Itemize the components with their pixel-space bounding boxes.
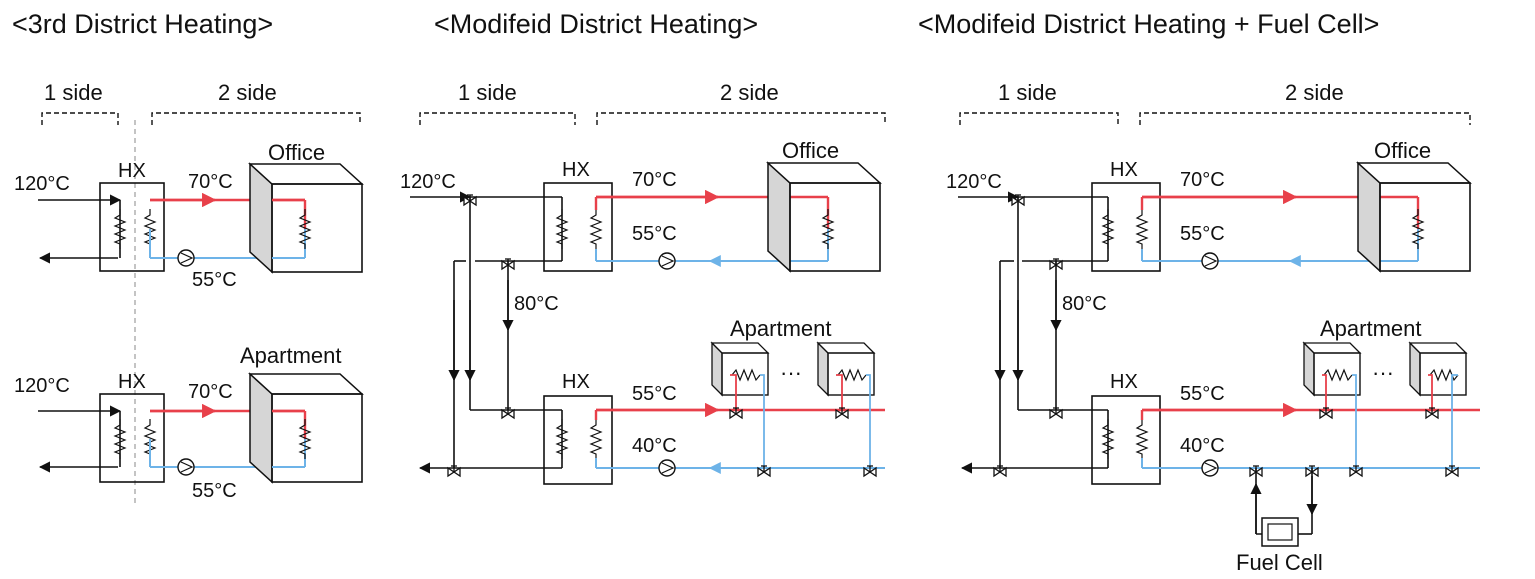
temp-70-label: 70°C xyxy=(632,169,677,191)
heat-exchanger xyxy=(99,393,165,483)
temp-40-label: 40°C xyxy=(1180,435,1225,457)
side2-label: 2 side xyxy=(218,80,277,105)
panel-3rd-district-heating: 1 side 2 side 120°C HX 70°C 55°C Office xyxy=(14,80,364,505)
title-modified-district-heating-fuel-cell: <Modifeid District Heating + Fuel Cell> xyxy=(918,9,1379,39)
heat-exchanger xyxy=(543,182,613,272)
temp-70-label: 70°C xyxy=(1180,169,1225,191)
temp-55-label: 55°C xyxy=(192,269,237,291)
side2-label: 2 side xyxy=(720,80,779,105)
temp-55-label: 55°C xyxy=(1180,223,1225,245)
side2-label: 2 side xyxy=(1285,80,1344,105)
temp-55-label: 55°C xyxy=(1180,383,1225,405)
apartment-label: Apartment xyxy=(1320,316,1422,341)
office-label: Office xyxy=(268,140,325,165)
hx-label: HX xyxy=(1110,159,1138,181)
apartment-unit xyxy=(816,341,876,397)
panel-modified-district-heating-fuel-cell: 1 side 2 side 120°C 80°C HX xyxy=(946,80,1480,575)
office-building xyxy=(248,162,364,274)
office-building xyxy=(766,161,882,273)
hx-label: HX xyxy=(562,371,590,393)
fuel-cell xyxy=(1261,517,1299,547)
side1-label: 1 side xyxy=(998,80,1057,105)
apartment-unit xyxy=(710,341,770,397)
temp-120-label: 120°C xyxy=(14,375,70,397)
apartment-building xyxy=(248,372,364,484)
temp-70-label: 70°C xyxy=(188,381,233,403)
hx-label: HX xyxy=(562,159,590,181)
fuel-cell-label: Fuel Cell xyxy=(1236,550,1323,575)
title-modified-district-heating: <Modifeid District Heating> xyxy=(434,9,758,39)
temp-40-label: 40°C xyxy=(632,435,677,457)
hx-label: HX xyxy=(118,160,146,182)
temp-120-label: 120°C xyxy=(946,171,1002,193)
apartment-unit xyxy=(1408,341,1468,397)
office-label: Office xyxy=(1374,138,1431,163)
title-3rd-district-heating: <3rd District Heating> xyxy=(12,9,273,39)
apartment-unit xyxy=(1302,341,1362,397)
side1-label: 1 side xyxy=(44,80,103,105)
office-building xyxy=(1356,161,1472,273)
heat-exchanger xyxy=(543,395,613,485)
ellipsis: ··· xyxy=(1372,360,1394,385)
temp-80-label: 80°C xyxy=(514,293,559,315)
heat-exchanger xyxy=(99,182,165,272)
apartment-label: Apartment xyxy=(730,316,832,341)
heat-exchanger xyxy=(1091,395,1161,485)
hx-label: HX xyxy=(118,371,146,393)
temp-120-label: 120°C xyxy=(14,173,70,195)
ellipsis: ··· xyxy=(780,360,802,385)
temp-55-label: 55°C xyxy=(632,383,677,405)
temp-80-label: 80°C xyxy=(1062,293,1107,315)
heat-exchanger xyxy=(1091,182,1161,272)
panel-modified-district-heating: 1 side 2 side 120°C 80°C HX xyxy=(400,80,886,485)
office-label: Office xyxy=(782,138,839,163)
side1-label: 1 side xyxy=(458,80,517,105)
temp-55-label: 55°C xyxy=(192,480,237,502)
temp-70-label: 70°C xyxy=(188,171,233,193)
temp-120-label: 120°C xyxy=(400,171,456,193)
temp-55-label: 55°C xyxy=(632,223,677,245)
apartment-label: Apartment xyxy=(240,343,342,368)
hx-label: HX xyxy=(1110,371,1138,393)
